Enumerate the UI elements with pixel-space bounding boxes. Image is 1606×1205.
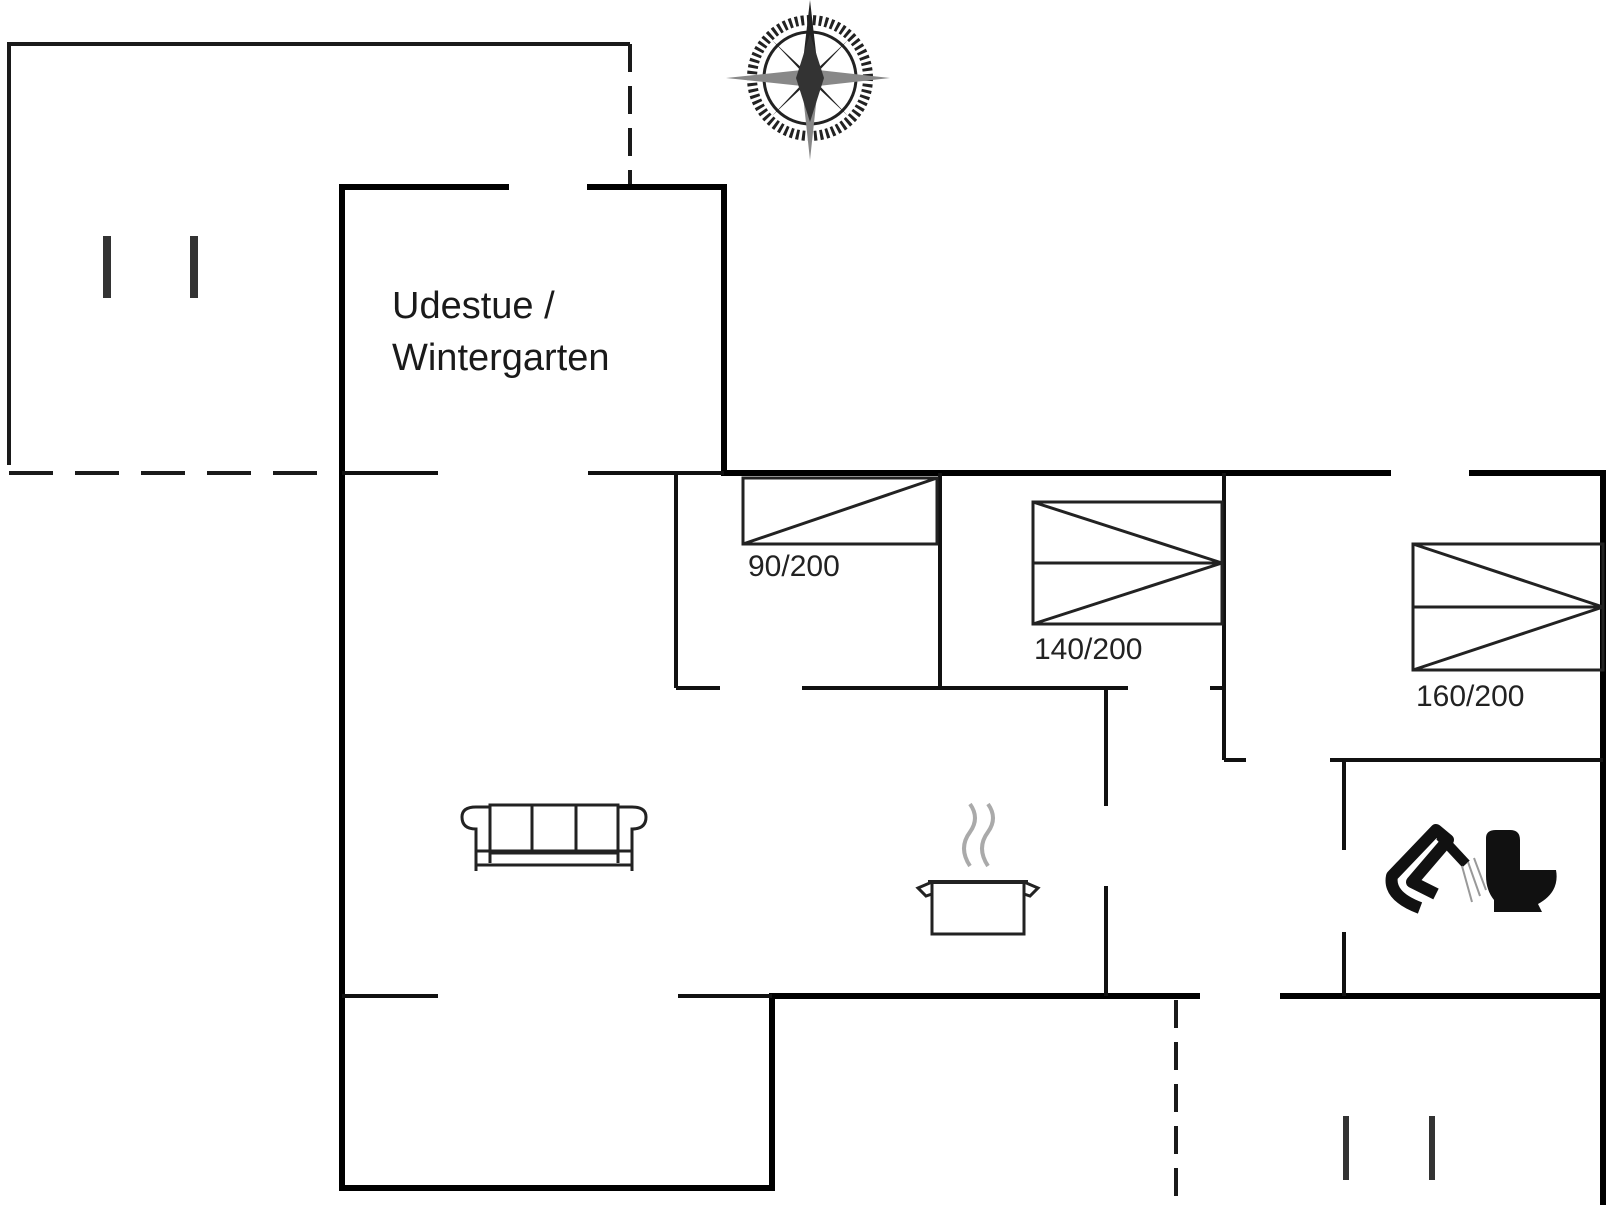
bed-size-label-90: 90/200 bbox=[748, 550, 840, 583]
terrace-marks-top-left bbox=[103, 236, 198, 298]
room-label-line2: Wintergarten bbox=[392, 337, 610, 379]
bed-size-label-160: 160/200 bbox=[1416, 680, 1525, 713]
terrace-marks-bottom-right bbox=[1343, 1116, 1435, 1180]
room-label-line1: Udestue / bbox=[392, 285, 555, 327]
bed-double-160 bbox=[1411, 542, 1605, 672]
room-label-wintergarden: Udestue / Wintergarten bbox=[392, 280, 610, 384]
toilet-icon bbox=[1486, 830, 1557, 912]
sofa-icon bbox=[460, 803, 648, 871]
shower-icon bbox=[1385, 824, 1487, 914]
compass-rose-icon bbox=[726, 0, 890, 160]
exterior-walls bbox=[339, 184, 1606, 1205]
cooking-pot-icon bbox=[915, 802, 1041, 936]
bed-size-label-140: 140/200 bbox=[1034, 633, 1143, 666]
bed-double-140 bbox=[1031, 500, 1224, 626]
terrace-outline-top-left bbox=[7, 42, 632, 475]
bed-single bbox=[741, 476, 939, 546]
interior-walls bbox=[342, 471, 1603, 998]
